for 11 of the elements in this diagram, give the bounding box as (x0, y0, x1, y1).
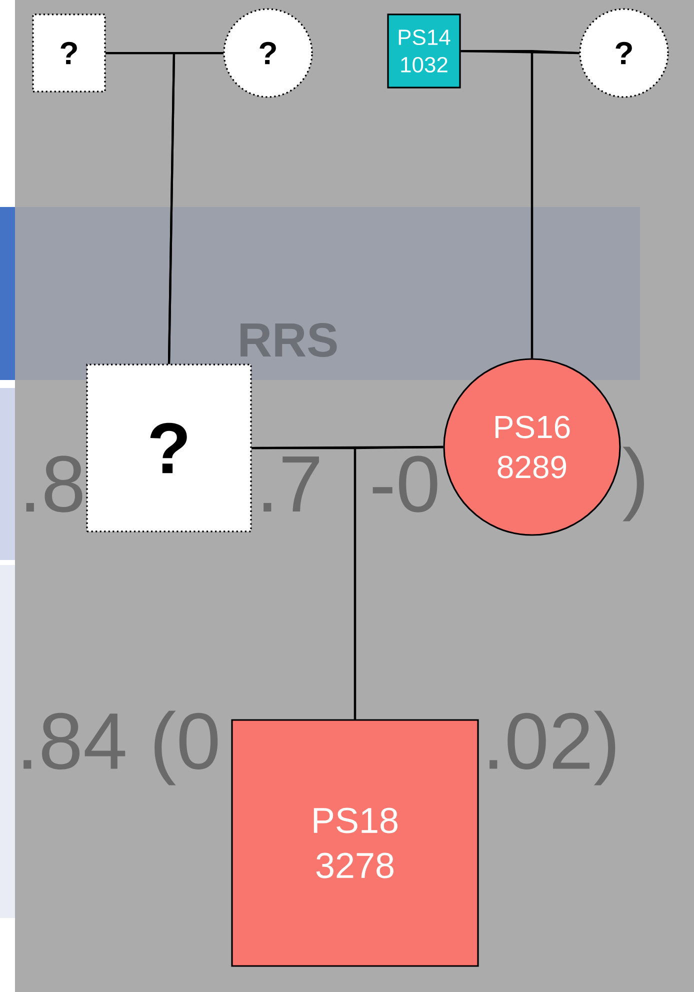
pedigree-square: ? (32, 14, 106, 92)
pedigree-square: ? (86, 364, 252, 532)
pedigree-line (530, 50, 580, 358)
background-text: .02) (490, 710, 616, 786)
background-text: .84 (0 (24, 710, 218, 786)
pedigree-square: PS14 1032 (387, 14, 461, 88)
pedigree-line (354, 446, 444, 720)
background-text: -0 (372, 456, 438, 512)
pedigree-line (168, 52, 224, 364)
background-text: .7 (264, 456, 319, 512)
pedigree-square: PS18 3278 (231, 719, 479, 967)
